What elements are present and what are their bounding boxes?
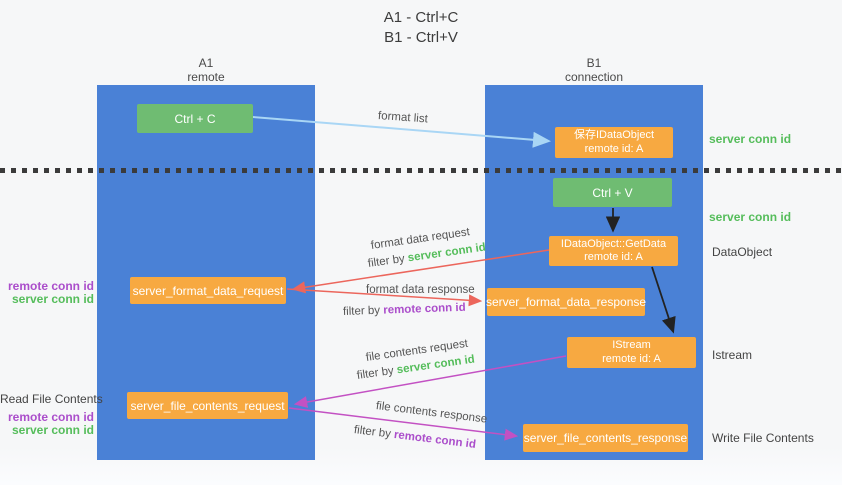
lifeline-b1-name: B1	[586, 56, 602, 70]
ctrl-v-action-box: Ctrl + V	[553, 178, 672, 207]
save-dataobject-remote-id: remote id: A	[584, 142, 644, 155]
right-dataobject-label: DataObject	[712, 245, 773, 259]
idataobject-getdata-box: IDataObject::GetData remote id: A	[549, 236, 678, 266]
filter-by-text: filter by	[356, 364, 398, 382]
filter-by-text: filter by	[342, 304, 384, 318]
right-write-file-contents-label: Write File Contents	[712, 431, 814, 445]
label-filter-by-remote-conn-id-1: filter by remote conn id	[343, 302, 466, 318]
istream-box: IStream remote id: A	[567, 337, 696, 368]
ctrl-c-label: Ctrl + C	[174, 111, 216, 126]
filter-by-text: filter by	[353, 424, 395, 441]
server-file-contents-response-box: server_file_contents_response	[523, 424, 688, 452]
ctrl-v-label: Ctrl + V	[592, 185, 633, 200]
title-line-1: A1 - Ctrl+C	[383, 9, 459, 26]
filter-by-text: filter by	[367, 252, 409, 270]
left-remote-conn-id-1: remote conn id	[7, 279, 94, 293]
label-format-list: format list	[377, 110, 429, 126]
ctrl-c-action-box: Ctrl + C	[137, 104, 253, 133]
lifeline-a1-role: remote	[187, 70, 225, 84]
right-istream-label: Istream	[712, 348, 753, 362]
file-request-label: server_file_contents_request	[130, 398, 285, 413]
server-format-data-request-box: server_format_data_request	[130, 277, 286, 304]
lifeline-header-b1: B1 connection	[485, 56, 703, 84]
right-server-conn-id-1: server conn id	[709, 132, 792, 146]
istream-remote-id: remote id: A	[602, 352, 661, 365]
server-format-data-response-box: server_format_data_response	[485, 288, 647, 316]
diagram-title: A1 - Ctrl+C B1 - Ctrl+V	[0, 8, 842, 48]
lifeline-header-a1: A1 remote	[97, 56, 315, 84]
getdata-title: IDataObject::GetData	[560, 237, 667, 250]
label-filter-by-remote-conn-id-2: filter by remote conn id	[353, 424, 476, 451]
save-dataobject-title: 保存IDataObject	[573, 129, 655, 141]
file-response-label: server_file_contents_response	[523, 431, 688, 445]
getdata-remote-id: remote id: A	[584, 251, 643, 263]
lifeline-b1-role: connection	[564, 70, 624, 84]
left-read-file-contents-label: Read File Contents	[0, 392, 103, 406]
left-server-conn-id-1: server conn id	[11, 292, 94, 306]
format-response-label: server_format_data_response	[485, 295, 647, 309]
istream-title: IStream	[612, 339, 651, 351]
right-server-conn-id-2: server conn id	[709, 210, 792, 224]
server-file-contents-request-box: server_file_contents_request	[127, 392, 288, 419]
lifeline-a1-name: A1	[198, 56, 214, 70]
label-format-data-response: format data response	[366, 284, 475, 296]
remote-conn-id-text: remote conn id	[393, 428, 477, 451]
remote-conn-id-text: remote conn id	[383, 301, 466, 317]
left-server-conn-id-2: server conn id	[11, 423, 94, 437]
format-request-label: server_format_data_request	[132, 283, 284, 298]
left-remote-conn-id-2: remote conn id	[7, 410, 94, 424]
label-file-contents-response: file contents response	[375, 400, 488, 426]
title-line-2: B1 - Ctrl+V	[384, 29, 458, 46]
session-divider-dotted-line	[0, 168, 842, 173]
save-dataobject-box: 保存IDataObject remote id: A	[555, 127, 673, 158]
